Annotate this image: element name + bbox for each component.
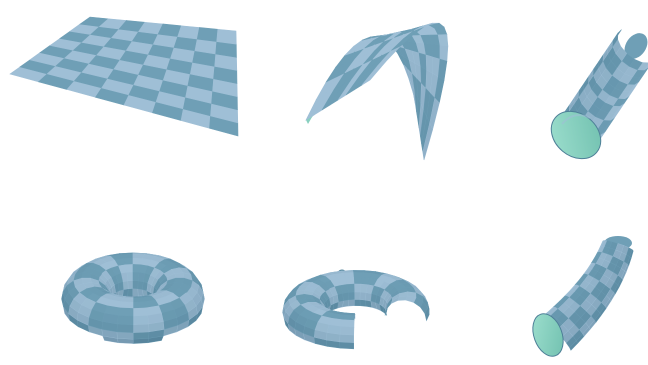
bent-tube [527,236,633,360]
flat-checkered-sheet [10,17,238,136]
torus [62,253,205,344]
half-cylinder-sheet [306,23,448,160]
open-torus [283,270,430,349]
cylinder-tube [542,29,648,169]
